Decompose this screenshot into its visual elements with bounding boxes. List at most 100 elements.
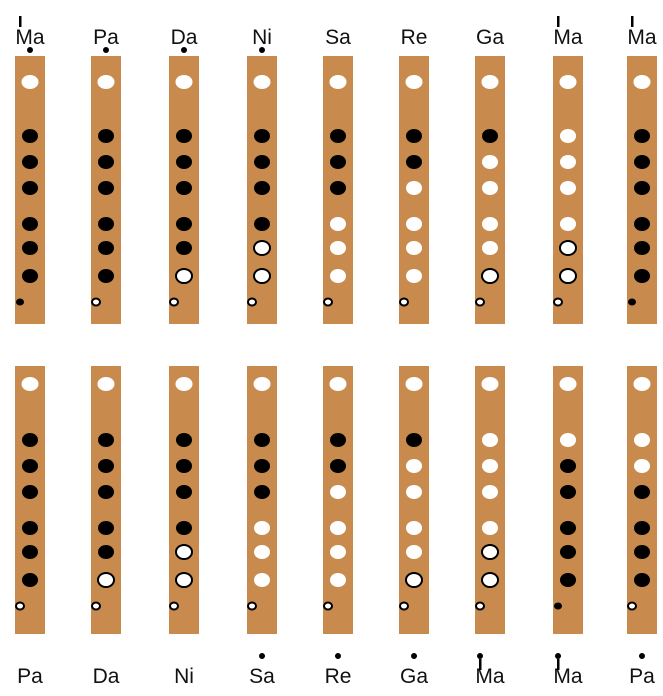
flute-body [553, 366, 583, 634]
fingering-2-5: Re [323, 366, 353, 688]
fingering-2-6: Ga [399, 366, 429, 688]
half-hole [560, 269, 576, 283]
lower-octave-dot [103, 47, 109, 53]
end-hole-open [324, 603, 332, 610]
closed-hole [176, 217, 192, 231]
note-label: Pa [629, 665, 655, 688]
note-label: Ni [252, 26, 272, 49]
closed-hole [176, 485, 192, 499]
open-hole [406, 241, 422, 255]
closed-hole [634, 181, 650, 195]
closed-hole [330, 433, 346, 447]
closed-hole [98, 485, 114, 499]
closed-hole [560, 573, 576, 587]
open-hole [560, 129, 576, 143]
tivra-marker [19, 16, 22, 27]
closed-hole [634, 217, 650, 231]
half-hole [406, 573, 422, 587]
open-hole [560, 217, 576, 231]
closed-hole [560, 521, 576, 535]
upper-octave-dot [259, 653, 265, 659]
end-hole-closed [628, 299, 636, 306]
blow-hole [330, 75, 347, 89]
blow-hole [634, 377, 651, 391]
tivra-marker [631, 16, 634, 27]
upper-octave-dot [477, 653, 483, 659]
open-hole [482, 217, 498, 231]
closed-hole [98, 269, 114, 283]
closed-hole [634, 269, 650, 283]
half-hole [176, 573, 192, 587]
open-hole [482, 459, 498, 473]
closed-hole [406, 155, 422, 169]
flute-body [247, 366, 277, 634]
fingering-2-3: Ni [169, 366, 199, 688]
open-hole [254, 521, 270, 535]
note-label: Sa [249, 665, 275, 688]
tivra-marker [557, 16, 560, 27]
upper-octave-dot [411, 653, 417, 659]
open-hole [634, 459, 650, 473]
upper-octave-dot [335, 653, 341, 659]
half-hole [254, 269, 270, 283]
blow-hole [22, 377, 39, 391]
blow-hole [560, 377, 577, 391]
closed-hole [634, 545, 650, 559]
closed-hole [22, 521, 38, 535]
blow-hole [482, 377, 499, 391]
closed-hole [560, 545, 576, 559]
closed-hole [98, 181, 114, 195]
flute-body [323, 366, 353, 634]
closed-hole [98, 521, 114, 535]
half-hole [254, 241, 270, 255]
lower-octave-dot [181, 47, 187, 53]
closed-hole [254, 217, 270, 231]
end-hole-open [248, 603, 256, 610]
blow-hole [406, 377, 423, 391]
closed-hole [176, 129, 192, 143]
tivra-marker [479, 659, 482, 670]
closed-hole [98, 545, 114, 559]
open-hole [482, 241, 498, 255]
closed-hole [22, 217, 38, 231]
tivra-marker [557, 659, 560, 670]
fingering-2-1: Pa [15, 366, 45, 688]
note-label: Ma [627, 26, 656, 49]
closed-hole [254, 155, 270, 169]
open-hole [254, 573, 270, 587]
open-hole [406, 181, 422, 195]
flute-body [475, 366, 505, 634]
closed-hole [22, 155, 38, 169]
note-label: Da [171, 26, 198, 49]
note-label: Ga [400, 665, 428, 688]
open-hole [406, 485, 422, 499]
fingering-2-4: Sa [247, 366, 277, 688]
flute-body [169, 366, 199, 634]
blow-hole [406, 75, 423, 89]
half-hole [176, 545, 192, 559]
closed-hole [634, 241, 650, 255]
end-hole-open [400, 603, 408, 610]
blow-hole [176, 75, 193, 89]
open-hole [482, 181, 498, 195]
note-label: Re [401, 26, 428, 49]
fingering-2-9: Pa [627, 366, 657, 688]
closed-hole [98, 459, 114, 473]
open-hole [406, 217, 422, 231]
closed-hole [406, 129, 422, 143]
half-hole [560, 241, 576, 255]
open-hole [330, 485, 346, 499]
closed-hole [176, 155, 192, 169]
end-hole-open [16, 603, 24, 610]
closed-hole [22, 433, 38, 447]
closed-hole [634, 129, 650, 143]
closed-hole [406, 433, 422, 447]
closed-hole [634, 573, 650, 587]
end-hole-closed [554, 603, 562, 610]
end-hole-open [92, 299, 100, 306]
note-label: Re [325, 665, 352, 688]
open-hole [482, 155, 498, 169]
